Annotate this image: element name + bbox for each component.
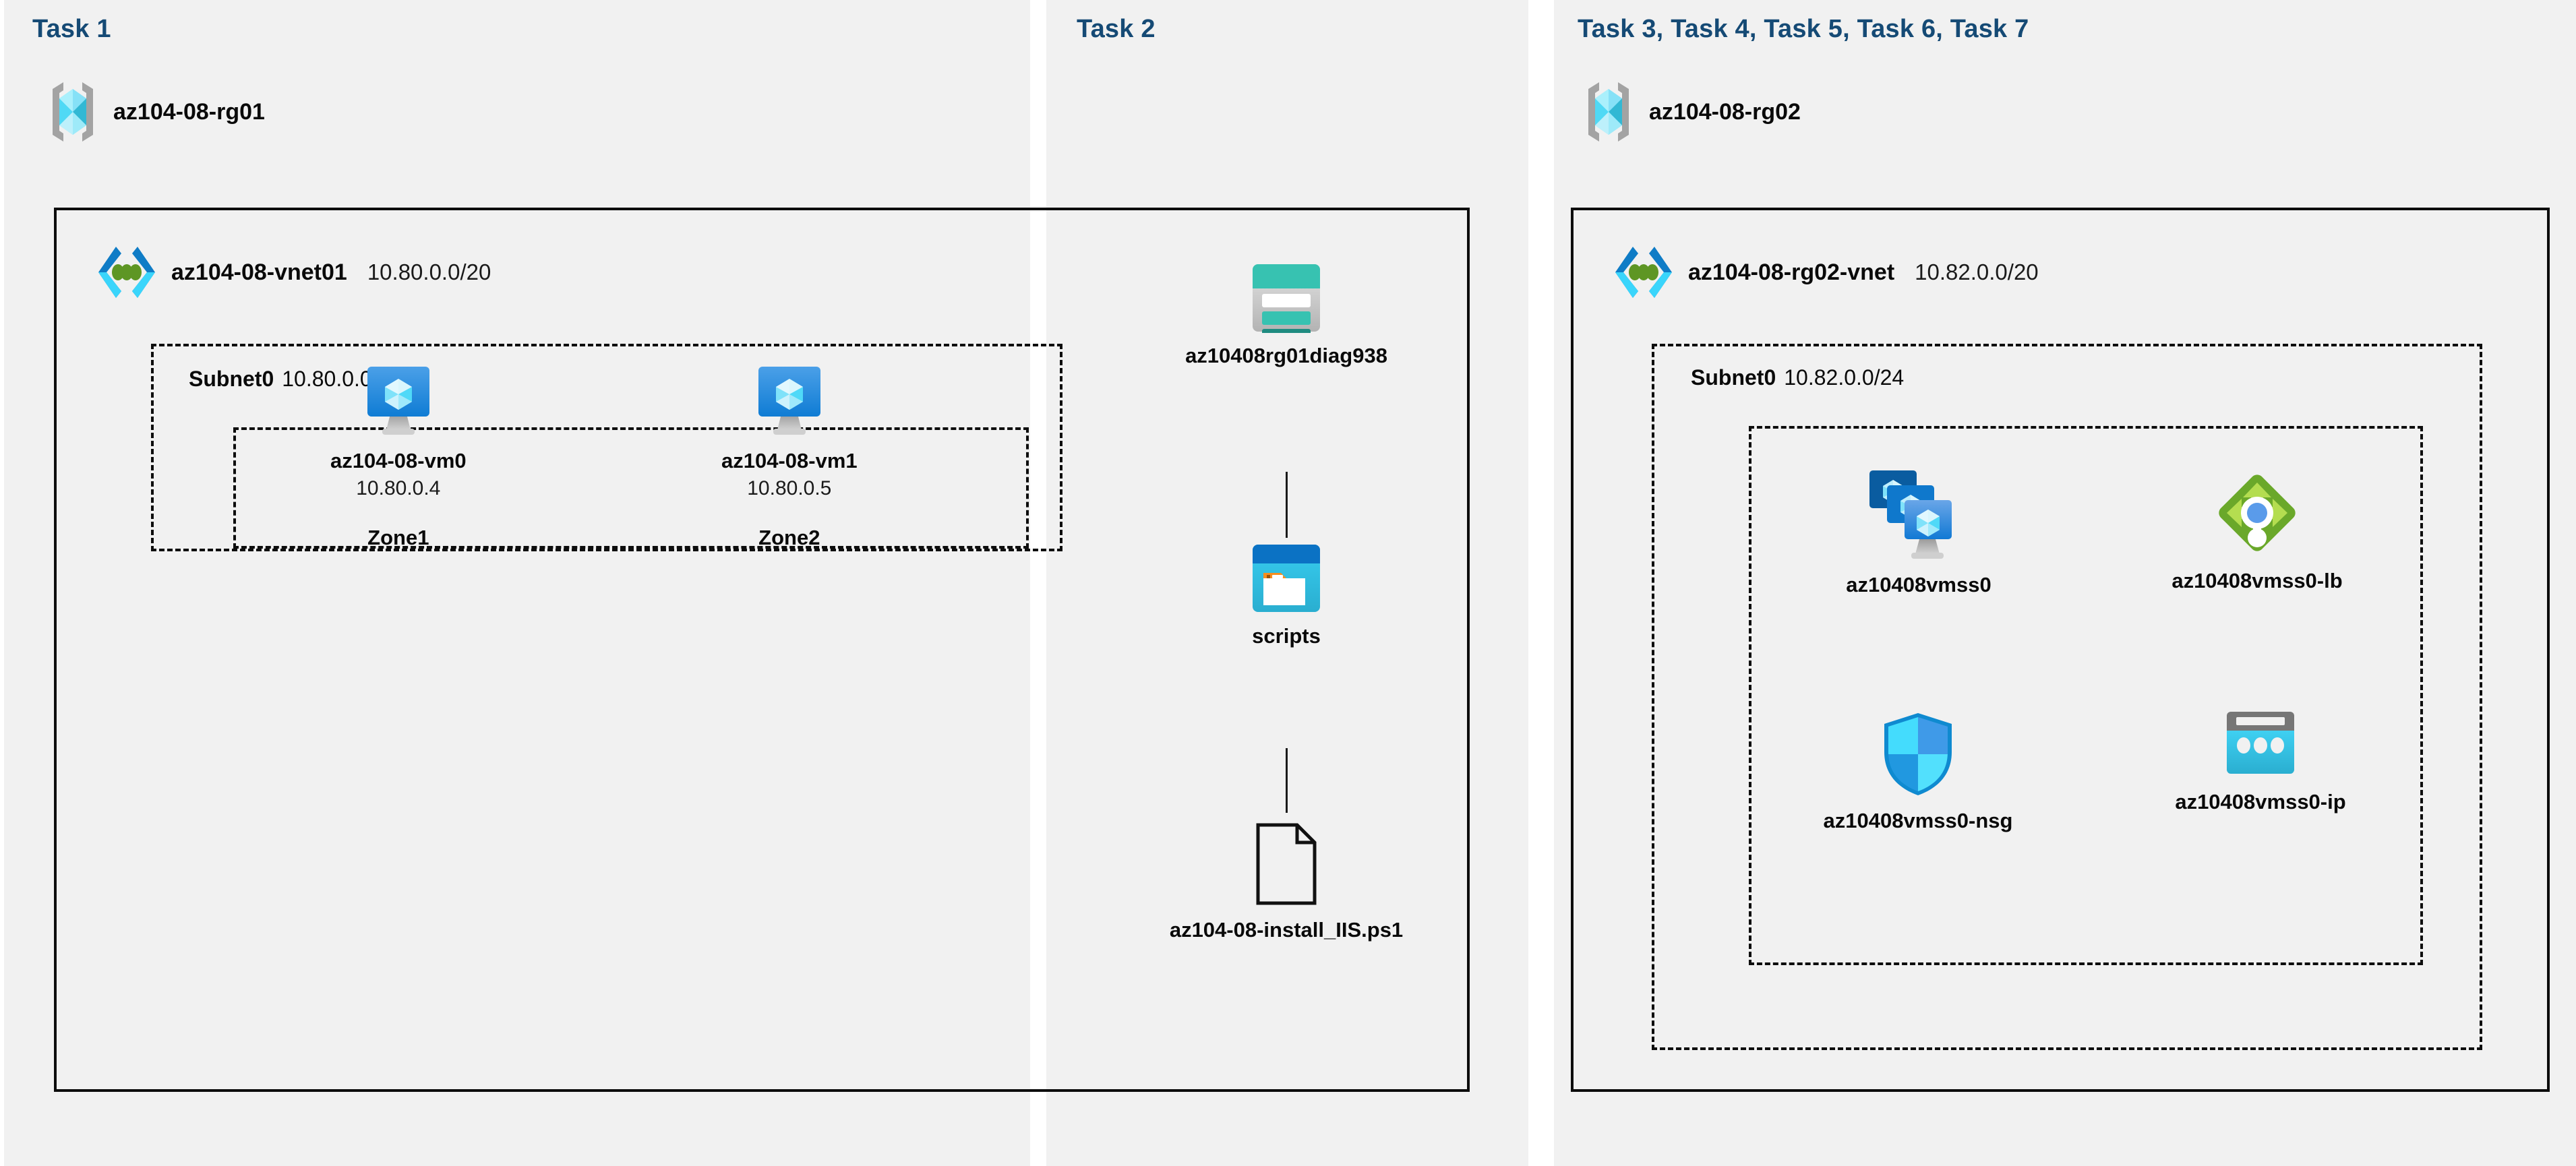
vnet-cidr-label: 10.80.0.0/20 xyxy=(367,259,491,284)
subnet-cidr: 10.82.0.0/24 xyxy=(1784,365,1905,390)
network-security-group-icon xyxy=(1879,710,1957,798)
storage-account-name-label: az10408rg01diag938 xyxy=(1185,344,1387,367)
resource-node-script-file[interactable]: az104-08-install_IIS.ps1 xyxy=(1077,821,1495,942)
vm-name-label: az104-08-vm1 xyxy=(721,449,858,472)
vm-ip-label: 10.80.0.4 xyxy=(356,477,441,499)
subnet-box-subnet0-rg02-vnet: Subnet0 10.82.0.0/24 xyxy=(1652,344,2482,1050)
vmss-name-label: az10408vmss0 xyxy=(1846,573,1991,596)
resource-group-row-rg01: az104-08-rg01 xyxy=(47,80,265,144)
vnet-name-label: az104-08-rg02-vnet xyxy=(1688,259,1895,285)
resource-node-blob-container[interactable]: scripts xyxy=(1212,543,1360,648)
vnet-cidr-label: 10.82.0.0/20 xyxy=(1915,259,2039,284)
vmss-resource-group-box: az10408vmss0 xyxy=(1749,426,2423,965)
task-title-2: Task 2 xyxy=(1077,15,1156,43)
resource-group-icon xyxy=(47,80,98,144)
resource-node-load-balancer[interactable]: az10408vmss0-lb xyxy=(2129,468,2385,593)
connector-container-to-file xyxy=(1286,748,1288,813)
vm-zone-label: Zone1 xyxy=(367,526,429,550)
vnet-box-az104-08-rg02-vnet: az104-08-rg02-vnet 10.82.0.0/20 Subnet0 1… xyxy=(1571,208,2550,1092)
blob-container-name-label: scripts xyxy=(1252,624,1321,648)
public-ip-name-label: az10408vmss0-ip xyxy=(2175,790,2346,814)
load-balancer-icon xyxy=(2212,468,2302,558)
vm-ip-label: 10.80.0.5 xyxy=(747,477,832,499)
availability-zone-group-box: az104-08-vm0 10.80.0.4 Zone1 xyxy=(233,367,1029,549)
nsg-name-label: az10408vmss0-nsg xyxy=(1823,809,2013,832)
resource-node-storage-account[interactable]: az10408rg01diag938 xyxy=(1131,263,1441,368)
resource-group-icon xyxy=(1583,80,1634,144)
vm-scale-set-icon xyxy=(1868,468,1969,562)
vm-zone-label: Zone2 xyxy=(758,526,820,550)
vnet-name-label: az104-08-vnet01 xyxy=(171,259,347,285)
script-file-name-label: az104-08-install_IIS.ps1 xyxy=(1169,918,1404,942)
resource-node-vm0[interactable]: az104-08-vm0 10.80.0.4 Zone1 xyxy=(330,363,467,550)
resource-group-label-rg01: az104-08-rg01 xyxy=(113,98,265,125)
subnet-name: Subnet0 xyxy=(1691,365,1776,390)
blob-container-icon xyxy=(1251,543,1321,613)
task-panel-task1 xyxy=(4,0,1030,1166)
virtual-machine-icon xyxy=(750,363,829,438)
vnet-header-rg02-vnet: az104-08-rg02-vnet 10.82.0.0/20 xyxy=(1613,244,2039,301)
virtual-machine-icon xyxy=(359,363,438,438)
subnet-name: Subnet0 xyxy=(189,367,274,391)
connector-storage-to-container xyxy=(1286,472,1288,538)
vnet-header-vnet01: az104-08-vnet01 10.80.0.0/20 xyxy=(96,244,491,301)
virtual-network-icon xyxy=(1613,244,1675,301)
vm-name-label: az104-08-vm0 xyxy=(330,449,467,472)
subnet-label-rg02-vnet: Subnet0 10.82.0.0/24 xyxy=(1691,365,1904,390)
public-ip-address-icon xyxy=(2221,710,2300,779)
task-panel-task3-7 xyxy=(1554,0,2576,1166)
storage-account-icon xyxy=(1251,263,1321,333)
resource-group-row-rg02: az104-08-rg02 xyxy=(1583,80,1801,144)
task-title-1: Task 1 xyxy=(32,15,111,43)
resource-node-vmss[interactable]: az10408vmss0 xyxy=(1797,468,2040,597)
resource-node-public-ip[interactable]: az10408vmss0-ip xyxy=(2149,710,2372,814)
resource-group-label-rg02: az104-08-rg02 xyxy=(1649,98,1801,125)
task-title-3-7: Task 3, Task 4, Task 5, Task 6, Task 7 xyxy=(1578,15,2029,43)
resource-node-vm1[interactable]: az104-08-vm1 10.80.0.5 Zone2 xyxy=(721,363,858,550)
virtual-network-icon xyxy=(96,244,158,301)
script-file-icon xyxy=(1253,821,1320,907)
resource-node-nsg[interactable]: az10408vmss0-nsg xyxy=(1787,710,2049,833)
load-balancer-name-label: az10408vmss0-lb xyxy=(2171,569,2343,592)
